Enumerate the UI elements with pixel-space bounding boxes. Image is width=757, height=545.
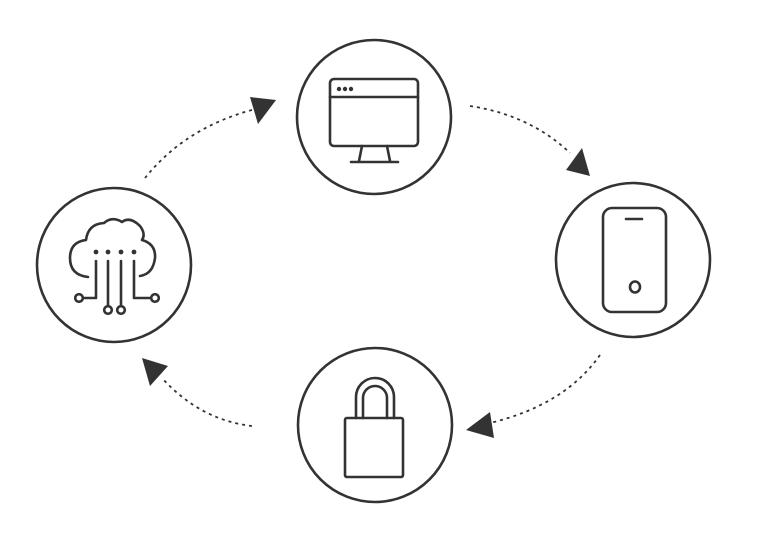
arrow-lock-to-cloud	[142, 358, 253, 427]
cloud-network-icon	[68, 217, 161, 316]
smartphone-icon	[601, 206, 668, 314]
lock-node	[296, 346, 454, 504]
monitor-node	[295, 38, 453, 196]
arrow-phone-to-lock	[466, 354, 601, 438]
padlock-icon	[343, 376, 405, 479]
cloud-node	[35, 186, 193, 344]
desktop-monitor-icon	[328, 77, 420, 164]
arrow-cloud-to-monitor	[144, 97, 276, 179]
arrow-monitor-to-phone	[469, 105, 590, 176]
phone-node	[554, 181, 712, 339]
